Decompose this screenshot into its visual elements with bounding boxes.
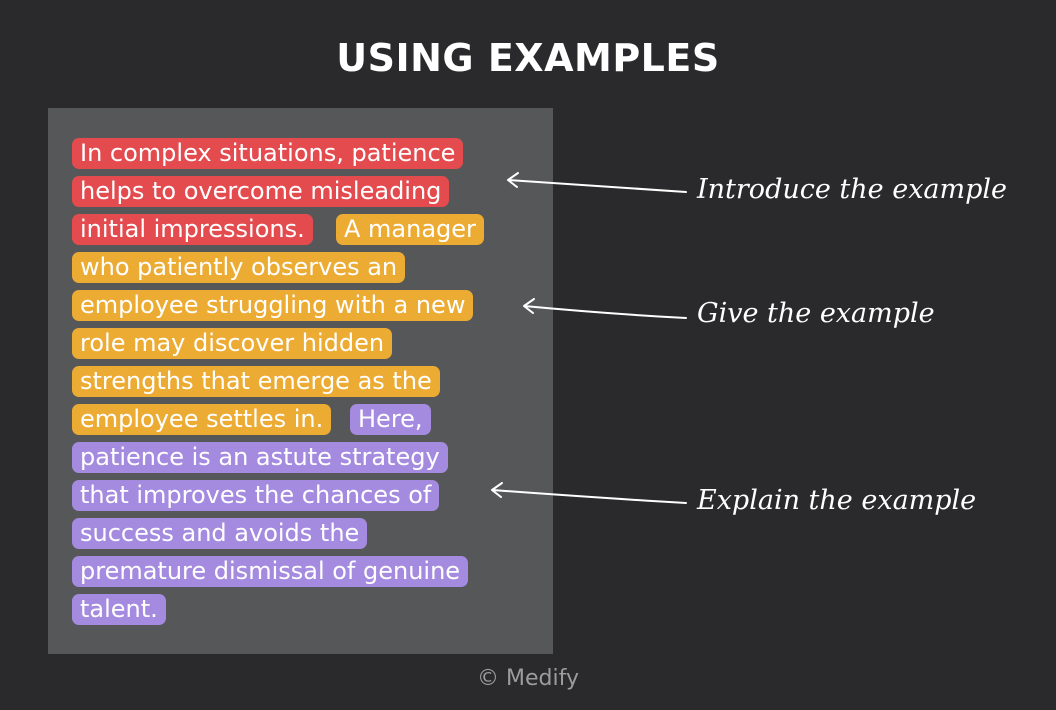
text-line: success and avoids the: [48, 518, 553, 556]
text-line: initial impressions. A manager: [48, 214, 553, 252]
highlight-give: strengths that emerge as the: [72, 366, 440, 397]
highlight-explain: Here,: [350, 404, 431, 435]
text-line: talent.: [48, 594, 553, 632]
text-line: helps to overcome misleading: [48, 176, 553, 214]
highlight-explain: talent.: [72, 594, 166, 625]
highlight-give: A manager: [336, 214, 484, 245]
annotation-introduce: Introduce the example: [697, 174, 1008, 205]
text-line: strengths that emerge as the: [48, 366, 553, 404]
highlight-give: employee settles in.: [72, 404, 332, 435]
text-line: employee settles in. Here,: [48, 404, 553, 442]
highlight-introduce: In complex situations, patience: [72, 138, 464, 169]
highlight-give: employee struggling with a new: [72, 290, 474, 321]
text-line: employee struggling with a new: [48, 290, 553, 328]
text-line: In complex situations, patience: [48, 138, 553, 176]
text-line: that improves the chances of: [48, 480, 553, 518]
text-line: who patiently observes an: [48, 252, 553, 290]
arrow-introduce: [507, 172, 687, 193]
annotation-explain: Explain the example: [697, 485, 977, 516]
arrow-explain: [491, 482, 687, 504]
highlight-introduce: helps to overcome misleading: [72, 176, 450, 207]
highlight-explain: success and avoids the: [72, 518, 368, 549]
highlight-introduce: initial impressions.: [72, 214, 313, 245]
page-title: USING EXAMPLES: [336, 36, 720, 80]
example-paragraph-panel: In complex situations, patience helps to…: [48, 108, 553, 654]
highlight-give: who patiently observes an: [72, 252, 406, 283]
highlight-explain: that improves the chances of: [72, 480, 440, 511]
text-line: premature dismissal of genuine: [48, 556, 553, 594]
arrow-give: [523, 298, 687, 319]
text-line: role may discover hidden: [48, 328, 553, 366]
copyright-notice: © Medify: [477, 666, 579, 691]
highlight-explain: patience is an astute strategy: [72, 442, 448, 473]
highlight-explain: premature dismissal of genuine: [72, 556, 469, 587]
annotation-give: Give the example: [697, 298, 935, 329]
highlight-give: role may discover hidden: [72, 328, 393, 359]
text-line: patience is an astute strategy: [48, 442, 553, 480]
